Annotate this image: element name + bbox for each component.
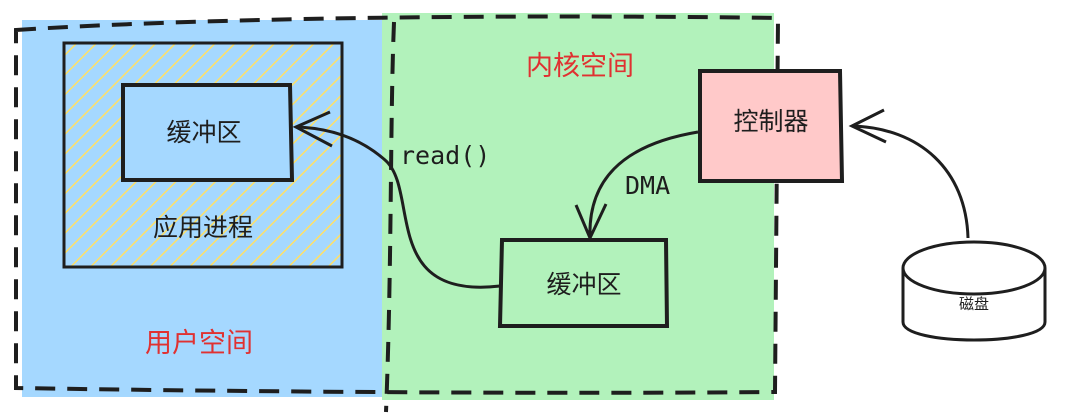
kernel-space-label: 内核空间 xyxy=(526,51,634,82)
dma-arrow xyxy=(588,130,699,239)
user-space-boundary xyxy=(14,14,781,395)
read-arrowhead xyxy=(292,110,333,148)
dma-arrowhead xyxy=(574,203,608,242)
user-space-label: 用户空间 xyxy=(145,328,253,359)
kernel-space-boundary xyxy=(384,21,396,413)
user-buffer-label: 缓冲区 xyxy=(166,118,241,147)
read-arrow xyxy=(295,125,501,289)
disk-arrowhead xyxy=(848,108,887,144)
user-buffer-box xyxy=(121,83,295,182)
disk-top xyxy=(901,240,1047,296)
read-label: read() xyxy=(400,141,490,170)
controller-label: 控制器 xyxy=(733,107,808,136)
disk-arrow xyxy=(851,124,970,239)
disk-label: 磁盘 xyxy=(959,295,989,313)
dma-label: DMA xyxy=(625,171,670,200)
kernel-buffer-box xyxy=(497,238,670,328)
controller-box xyxy=(698,69,845,183)
kernel-buffer-label: 缓冲区 xyxy=(546,270,621,299)
app-process-label: 应用进程 xyxy=(153,213,253,242)
